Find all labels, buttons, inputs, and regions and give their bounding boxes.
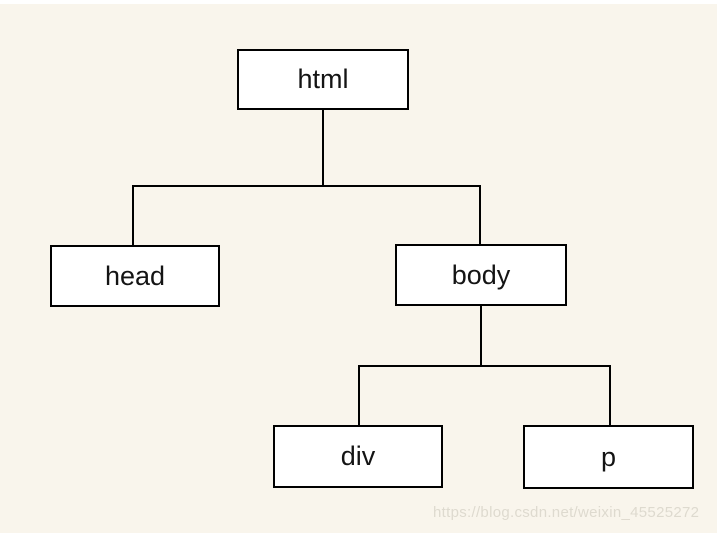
node-div-label: div	[340, 441, 376, 471]
watermark-text: https://blog.csdn.net/weixin_45525272	[433, 504, 700, 521]
edge-html-stem	[322, 110, 324, 187]
node-div: div	[273, 425, 443, 488]
edge-body-to-p	[609, 365, 611, 425]
edge-html-to-head	[132, 185, 134, 245]
edge-body-children-horizontal	[358, 365, 611, 367]
edge-html-children-horizontal	[132, 185, 481, 187]
node-body: body	[395, 244, 567, 306]
node-head-label: head	[104, 260, 166, 291]
node-html: html	[237, 49, 409, 110]
node-p: p	[523, 425, 694, 489]
edge-body-stem	[480, 306, 482, 367]
node-html-label: html	[297, 64, 349, 94]
edge-body-to-div	[358, 365, 360, 425]
node-p-label: p	[600, 441, 617, 472]
edge-html-to-body	[479, 185, 481, 244]
page-top-strip	[0, 0, 717, 4]
node-body-label: body	[451, 259, 511, 290]
node-head: head	[50, 245, 220, 307]
